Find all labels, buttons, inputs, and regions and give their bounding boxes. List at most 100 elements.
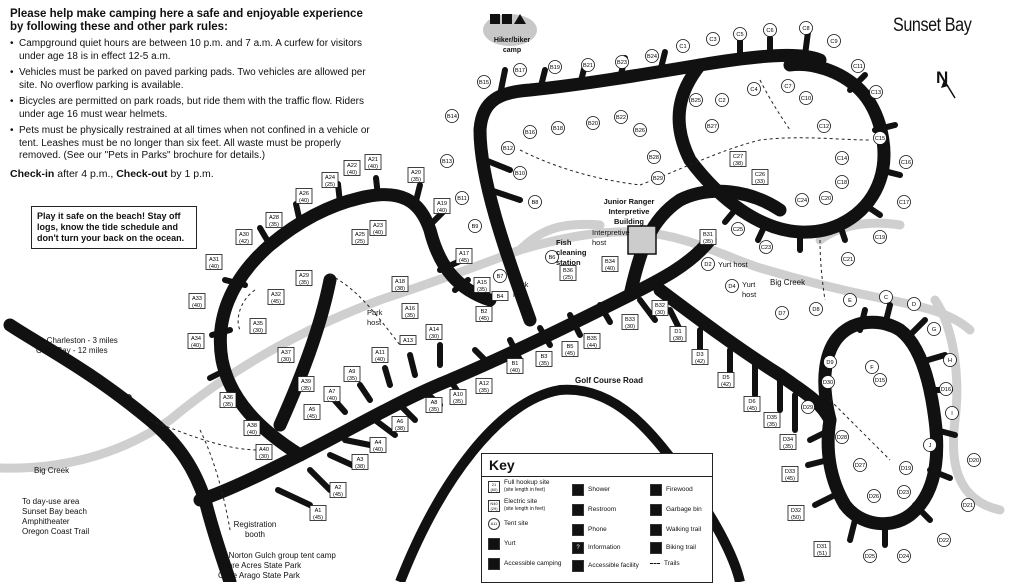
- campsite-c16[interactable]: C16: [899, 155, 913, 169]
- campsite-c13[interactable]: C13: [869, 85, 883, 99]
- campsite-b32[interactable]: B32(30): [651, 300, 669, 317]
- campsite-a10[interactable]: A10(35): [449, 389, 467, 406]
- campsite-b15[interactable]: B15: [477, 75, 491, 89]
- campsite-i[interactable]: I: [945, 406, 959, 420]
- campsite-a26[interactable]: A26(40): [295, 188, 313, 205]
- campsite-c10[interactable]: C10: [799, 91, 813, 105]
- campsite-b14[interactable]: B14: [445, 109, 459, 123]
- campsite-b24[interactable]: B24: [645, 49, 659, 63]
- campsite-a2[interactable]: A2(45): [329, 482, 347, 499]
- campsite-b23[interactable]: B23: [615, 55, 629, 69]
- campsite-a8[interactable]: A8(35): [425, 397, 443, 414]
- campsite-b5[interactable]: B5(45): [561, 341, 579, 358]
- campsite-c19[interactable]: C19: [873, 230, 887, 244]
- campsite-a23[interactable]: A23(40): [369, 220, 387, 237]
- campsite-b11[interactable]: B11: [455, 191, 469, 205]
- campsite-c21[interactable]: C21: [841, 252, 855, 266]
- campsite-e[interactable]: E: [843, 293, 857, 307]
- campsite-a20[interactable]: A20(35): [407, 167, 425, 184]
- campsite-c9[interactable]: C9: [827, 34, 841, 48]
- campsite-a24[interactable]: A24(25): [321, 172, 339, 189]
- campsite-b18[interactable]: B18: [551, 121, 565, 135]
- campsite-d15[interactable]: D15: [873, 373, 887, 387]
- campsite-d9[interactable]: D9: [823, 355, 837, 369]
- campsite-b36[interactable]: B36(25): [559, 265, 577, 282]
- campsite-b8[interactable]: B8: [528, 195, 542, 209]
- campsite-b12[interactable]: B12: [501, 141, 515, 155]
- campsite-a25[interactable]: A25(25): [351, 229, 369, 246]
- campsite-d24[interactable]: D24: [897, 549, 911, 563]
- campsite-c12[interactable]: C12: [817, 119, 831, 133]
- campsite-d35[interactable]: D35(35): [763, 412, 781, 429]
- campsite-d33[interactable]: D33(45): [781, 466, 799, 483]
- campsite-b13[interactable]: B13: [440, 154, 454, 168]
- campsite-d32[interactable]: D32(50): [787, 505, 805, 522]
- campsite-c26[interactable]: C26(33): [751, 169, 769, 186]
- campsite-a33[interactable]: A33(40): [188, 293, 206, 310]
- campsite-a22[interactable]: A22(40): [343, 160, 361, 177]
- campsite-b35[interactable]: B35(44): [583, 333, 601, 350]
- campsite-c11[interactable]: C11: [851, 59, 865, 73]
- campsite-b7[interactable]: B7: [493, 269, 507, 283]
- campsite-c2[interactable]: C2: [715, 93, 729, 107]
- campsite-c[interactable]: C: [879, 290, 893, 304]
- campsite-a7[interactable]: A7(40): [323, 386, 341, 403]
- campsite-a35[interactable]: A35(30): [249, 318, 267, 335]
- campsite-b29[interactable]: B29: [651, 171, 665, 185]
- campsite-d4[interactable]: D4: [725, 279, 739, 293]
- campsite-b31[interactable]: B31(35): [699, 229, 717, 246]
- campsite-b28[interactable]: B28: [647, 150, 661, 164]
- campsite-d1[interactable]: D1(38): [669, 326, 687, 343]
- campsite-j[interactable]: J: [923, 438, 937, 452]
- campsite-b34[interactable]: B34(40): [601, 256, 619, 273]
- campsite-d34[interactable]: D34(35): [779, 434, 797, 451]
- campsite-c7[interactable]: C7: [781, 79, 795, 93]
- campsite-a38[interactable]: A38(40): [243, 420, 261, 437]
- campsite-a13[interactable]: A13: [399, 335, 417, 345]
- campsite-c4[interactable]: C4: [747, 82, 761, 96]
- campsite-c1[interactable]: C1: [676, 39, 690, 53]
- campsite-b16[interactable]: B16: [523, 125, 537, 139]
- campsite-a6[interactable]: A6(38): [391, 416, 409, 433]
- campsite-b20[interactable]: B20: [586, 116, 600, 130]
- campsite-b6[interactable]: B6: [545, 250, 559, 264]
- campsite-c3[interactable]: C3: [706, 32, 720, 46]
- campsite-d[interactable]: D: [907, 297, 921, 311]
- campsite-a18[interactable]: A18(38): [391, 276, 409, 293]
- campsite-c6[interactable]: C6: [763, 23, 777, 37]
- campsite-a5[interactable]: A5(45): [303, 404, 321, 421]
- campsite-d20[interactable]: D20: [967, 453, 981, 467]
- campsite-d29[interactable]: D29: [801, 400, 815, 414]
- campsite-h[interactable]: H: [943, 353, 957, 367]
- campsite-a9[interactable]: A9(35): [343, 366, 361, 383]
- campsite-d22[interactable]: D22: [937, 533, 951, 547]
- campsite-d5[interactable]: D5(42): [717, 372, 735, 389]
- campsite-d30[interactable]: D30: [821, 375, 835, 389]
- campsite-c15[interactable]: C15: [873, 131, 887, 145]
- campsite-f[interactable]: F: [865, 360, 879, 374]
- campsite-a40[interactable]: A40(30): [255, 444, 273, 461]
- campsite-b3[interactable]: B3(35): [535, 351, 553, 368]
- campsite-a39[interactable]: A39(35): [297, 376, 315, 393]
- campsite-d19[interactable]: D19: [899, 461, 913, 475]
- campsite-d25[interactable]: D25: [863, 549, 877, 563]
- campsite-d27[interactable]: D27: [853, 458, 867, 472]
- campsite-d26[interactable]: D26: [867, 489, 881, 503]
- campsite-c20[interactable]: C20: [819, 191, 833, 205]
- campsite-c25[interactable]: C25: [731, 222, 745, 236]
- campsite-c5[interactable]: C5: [733, 27, 747, 41]
- campsite-a15[interactable]: A15(35): [473, 277, 491, 294]
- campsite-d31[interactable]: D31(51): [813, 541, 831, 558]
- campsite-d8[interactable]: D8: [809, 302, 823, 316]
- campsite-a29[interactable]: A29(35): [295, 270, 313, 287]
- campsite-d21[interactable]: D21: [961, 498, 975, 512]
- campsite-a12[interactable]: A12(35): [475, 378, 493, 395]
- campsite-d16[interactable]: D16: [939, 382, 953, 396]
- campsite-c24[interactable]: C24: [795, 193, 809, 207]
- campsite-a36[interactable]: A36(35): [219, 392, 237, 409]
- campsite-a3[interactable]: A3(38): [351, 454, 369, 471]
- campsite-d28[interactable]: D28: [835, 430, 849, 444]
- campsite-a37[interactable]: A37(30): [277, 347, 295, 364]
- campsite-a17[interactable]: A17(45): [455, 248, 473, 265]
- campsite-b22[interactable]: B22: [614, 110, 628, 124]
